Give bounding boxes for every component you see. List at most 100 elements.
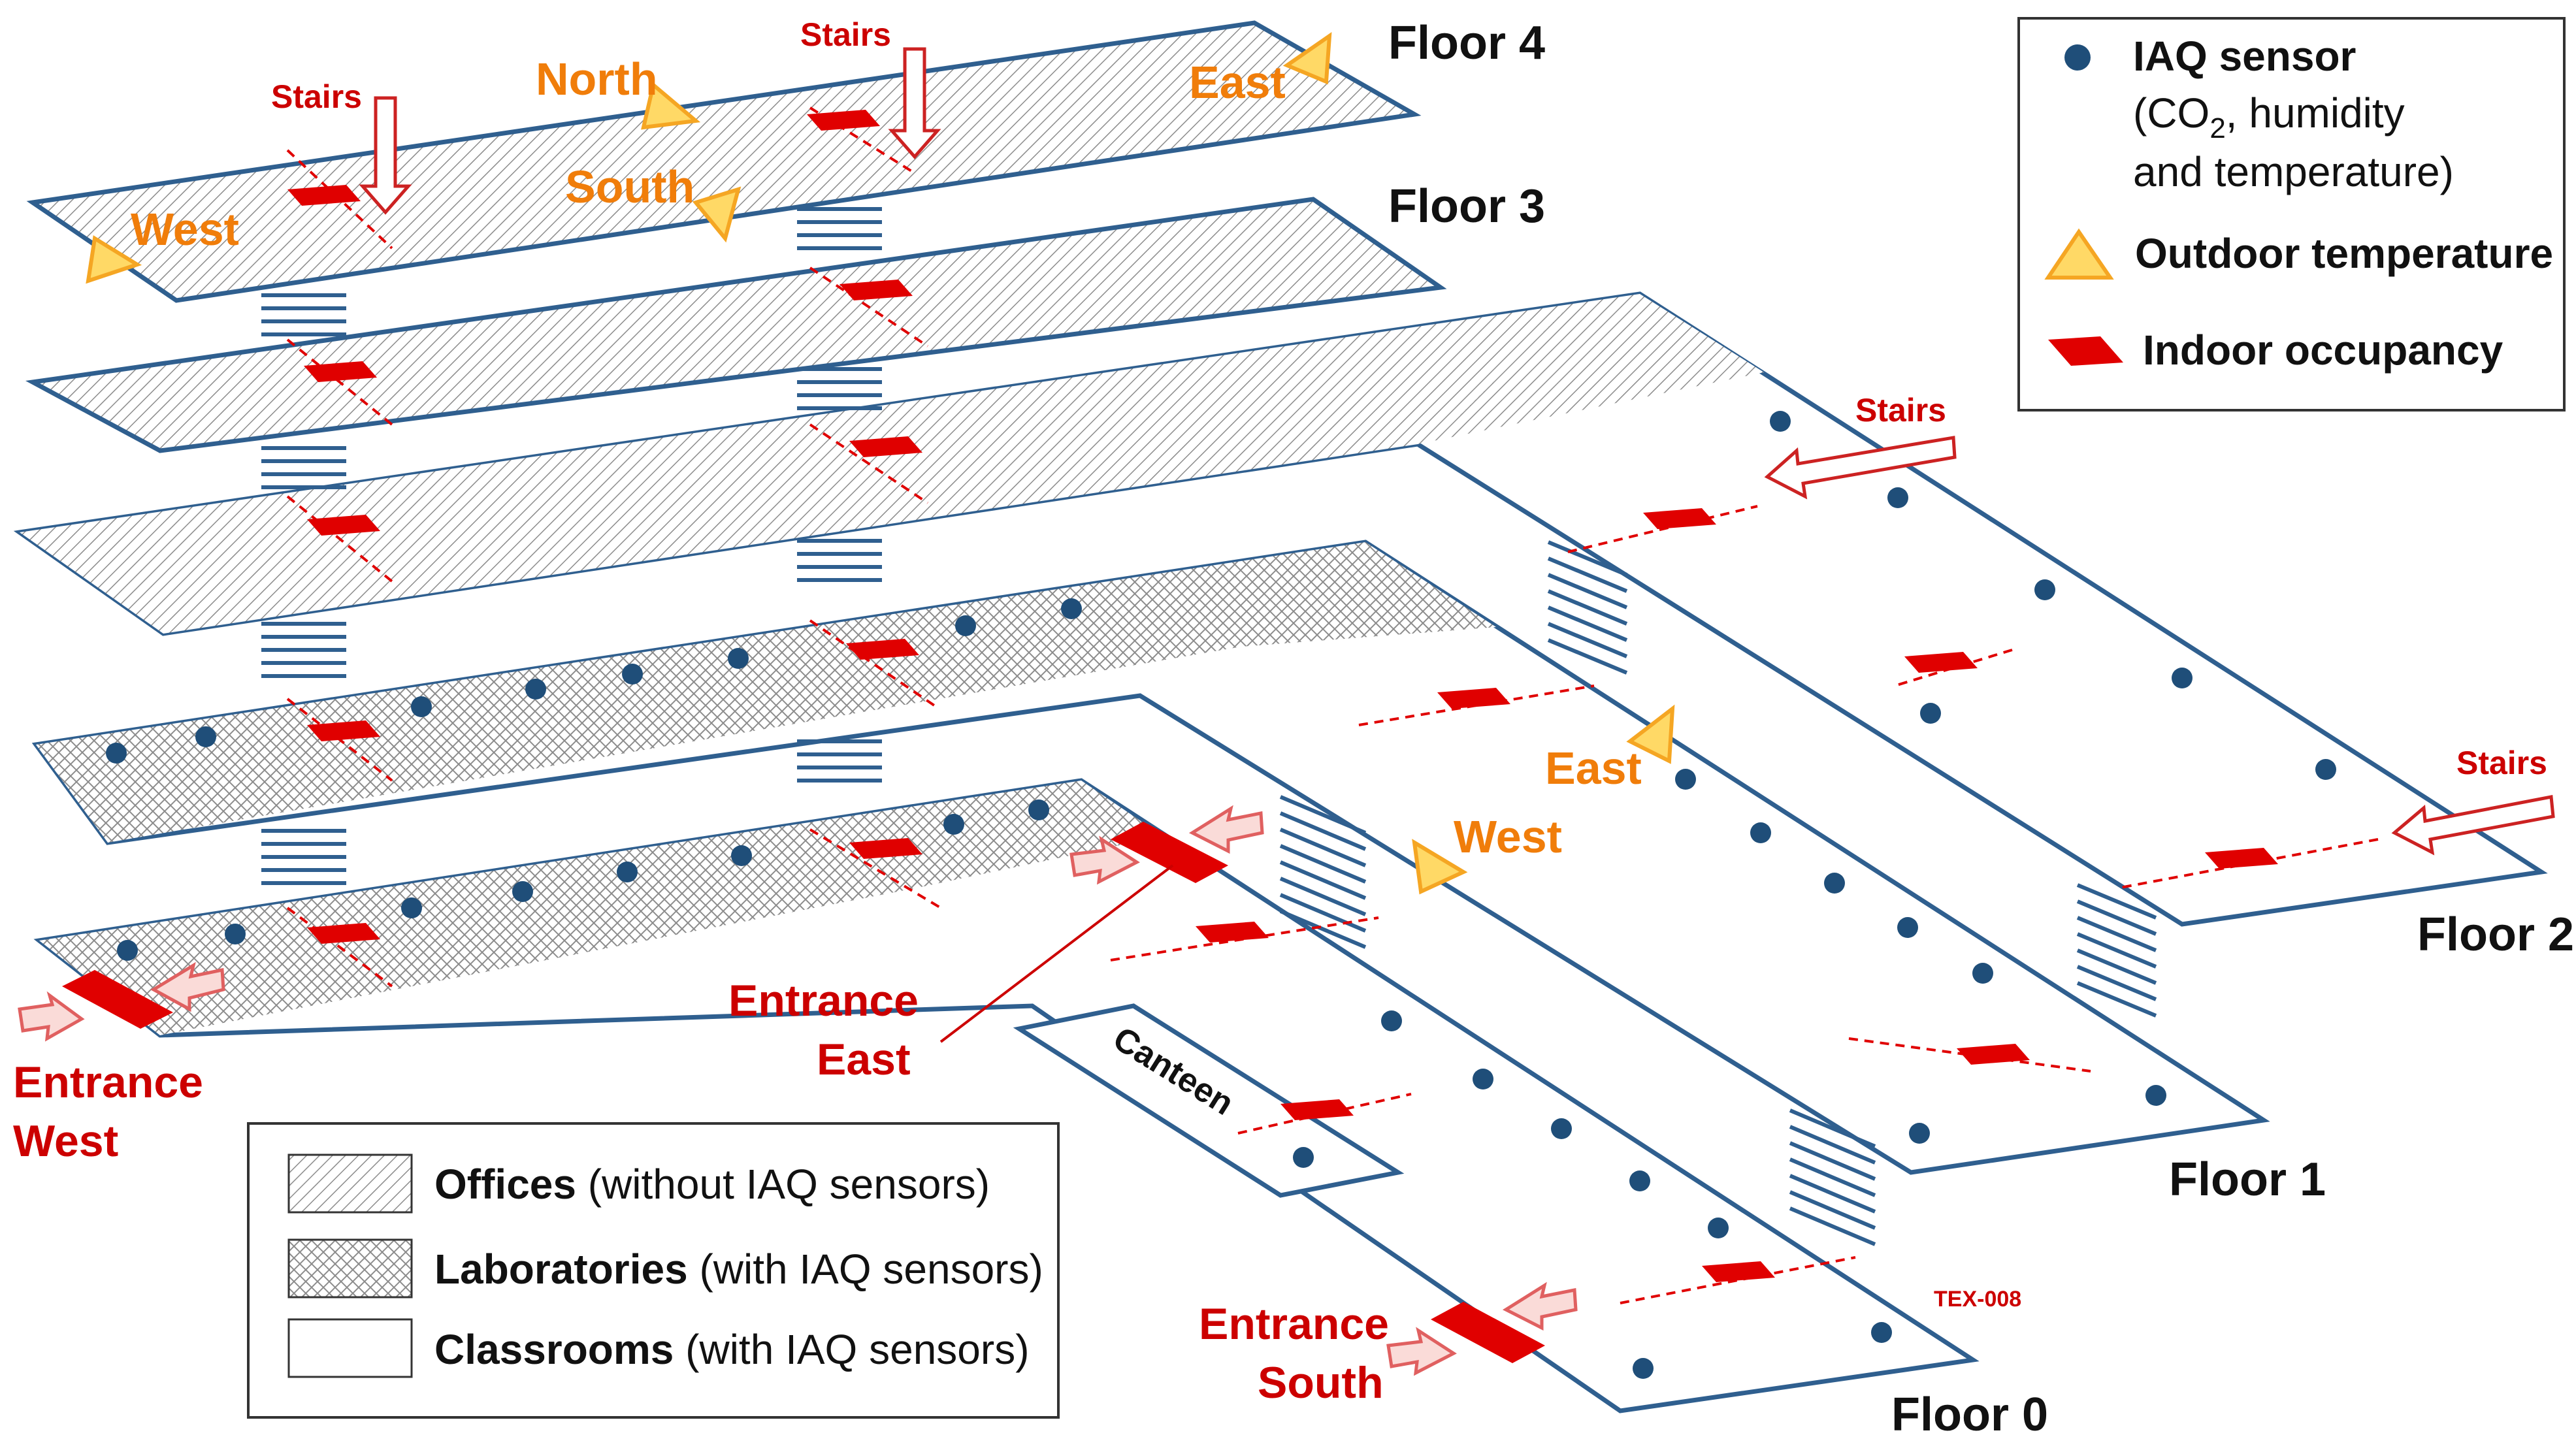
legend-iaq-detail-sub: 2 xyxy=(2209,112,2225,144)
triangle-icon xyxy=(1626,704,1675,764)
stairs-arrows xyxy=(359,47,2555,856)
stairs-east-1-2 xyxy=(1547,540,1628,675)
outdoor-temperature-markers xyxy=(86,31,1675,895)
stairs-label: Stairs xyxy=(1855,392,1946,428)
iaq-sensor xyxy=(1708,1218,1729,1238)
iaq-sensor xyxy=(1897,917,1918,938)
iaq-sensor xyxy=(1920,703,1941,724)
legend-sensors: IAQ sensor (CO2, humidity and temperatur… xyxy=(2017,17,2566,411)
legend-offices-rest: (without IAQ sensors) xyxy=(576,1161,990,1208)
stairs-arrow-icon xyxy=(1764,436,1957,500)
iaq-sensor xyxy=(1551,1118,1572,1139)
occupancy-sensor xyxy=(1196,922,1269,943)
legend-offices-bold: Offices xyxy=(434,1161,576,1208)
floor-labels: Floor 4 Floor 3 Floor 2 Floor 1 Floor 0 xyxy=(1388,17,2574,1441)
figure-code: TEX-008 xyxy=(1934,1287,2021,1312)
triangle-icon xyxy=(692,186,742,243)
occupancy-sensor xyxy=(287,185,361,206)
occupancy-sensor xyxy=(304,361,377,382)
triangle-icon xyxy=(86,235,142,284)
iaq-sensor xyxy=(1629,1170,1650,1191)
iaq-sensor xyxy=(1633,1358,1654,1379)
occupancy-sensor xyxy=(307,720,380,741)
iaq-sensor xyxy=(1887,487,1908,508)
stairs-left-1-2 xyxy=(261,622,346,678)
iaq-sensor xyxy=(943,814,964,835)
iaq-sensor xyxy=(1381,1010,1402,1031)
entrance-arrow-icon xyxy=(150,961,225,1012)
iaq-sensor xyxy=(411,696,432,717)
triangle-icon xyxy=(1412,839,1468,895)
entrance-south-door xyxy=(1431,1302,1545,1363)
triangle-icon xyxy=(641,81,701,130)
floor-1-label: Floor 1 xyxy=(2169,1154,2326,1206)
entrance-west-door xyxy=(62,970,173,1029)
floor-3-slab xyxy=(25,197,1447,453)
entrance-labels: Entrance West Entrance East Entrance Sou… xyxy=(13,976,1389,1408)
legend-iaq-detail-line3: and temperature) xyxy=(2133,148,2454,195)
entrance-arrow-icon xyxy=(18,991,85,1042)
legend-class-rest: (with IAQ sensors) xyxy=(674,1326,1029,1373)
legend-class-bold: Classrooms xyxy=(434,1326,674,1373)
iaq-sensor xyxy=(225,924,246,944)
stairs-left-3-4 xyxy=(261,293,346,336)
stairs-middle-0-1 xyxy=(797,739,882,782)
staircases xyxy=(261,207,2157,1246)
orientation-east-floor1: East xyxy=(1545,743,1642,794)
iaq-sensor xyxy=(195,726,216,747)
occupancy-sensor xyxy=(849,838,922,859)
occupancy-sensor xyxy=(307,515,380,536)
floor-2 xyxy=(13,291,2548,927)
stairs-arrow-icon xyxy=(888,47,941,159)
triangle-icon xyxy=(1282,31,1332,85)
orientation-west-floor0: West xyxy=(1454,811,1562,862)
iaq-sensor xyxy=(2034,579,2055,600)
legend-zones: Offices (without IAQ sensors) Laboratori… xyxy=(247,1122,1060,1419)
stairs-label: Stairs xyxy=(2456,745,2547,781)
occupancy-markers xyxy=(62,106,2379,1363)
stairs-label: Stairs xyxy=(271,78,362,115)
occupancy-sensor xyxy=(1643,508,1716,529)
iaq-sensor xyxy=(512,881,533,902)
entrance-south-label-line2: South xyxy=(1258,1358,1384,1408)
iaq-sensor xyxy=(1061,598,1082,619)
iaq-sensor xyxy=(728,648,749,669)
stairs-middle-3-4 xyxy=(797,207,882,250)
entrance-east-label-line1: Entrance xyxy=(728,976,919,1025)
iaq-sensor xyxy=(1972,963,1993,984)
stairs-left-0-1 xyxy=(261,829,346,885)
occupancy-sensor xyxy=(1904,652,1978,673)
floor-3-label: Floor 3 xyxy=(1388,180,1545,233)
iaq-sensor xyxy=(1028,799,1049,820)
floor-0-label: Floor 0 xyxy=(1891,1389,2048,1441)
iaq-sensor xyxy=(1824,873,1845,894)
iaq-sensor xyxy=(525,679,546,700)
legend-outdoor-label: Outdoor temperature xyxy=(2135,230,2553,277)
entrance-south-label-line1: Entrance xyxy=(1199,1299,1389,1349)
stairs-middle-1-2 xyxy=(797,539,882,582)
legend-laboratories-label: Laboratories (with IAQ sensors) xyxy=(434,1246,1043,1293)
iaq-sensor xyxy=(1675,769,1696,790)
floor-4-label: Floor 4 xyxy=(1388,17,1545,69)
floor-2-label: Floor 2 xyxy=(2417,909,2574,961)
occupancy-sensor xyxy=(840,280,913,300)
stairs-west-0-1 xyxy=(1279,795,1367,949)
entrance-east-leader-line xyxy=(939,864,1174,1043)
legend-offices-label: Offices (without IAQ sensors) xyxy=(434,1161,990,1208)
occupancy-sensor xyxy=(1437,688,1510,709)
stairs-south-0-1 xyxy=(1789,1108,1876,1246)
occupancy-sensor xyxy=(846,639,919,660)
stairs-arrow-icon xyxy=(2391,795,2555,856)
iaq-sensor xyxy=(1750,822,1771,843)
entrance-arrow-icon xyxy=(1069,835,1140,885)
iaq-sensor xyxy=(617,862,638,882)
legend-sensors-box xyxy=(2017,17,2566,411)
legend-iaq-detail-pre: (CO xyxy=(2133,89,2209,137)
stairs-arrow-icon xyxy=(359,96,412,215)
legend-iaq-detail: (CO2, humidity xyxy=(2133,89,2405,144)
occupancy-sensor xyxy=(307,923,380,944)
occupancy-sensor xyxy=(1957,1044,2030,1065)
legend-labs-bold: Laboratories xyxy=(434,1246,688,1293)
legend-iaq-title: IAQ sensor xyxy=(2133,33,2356,80)
